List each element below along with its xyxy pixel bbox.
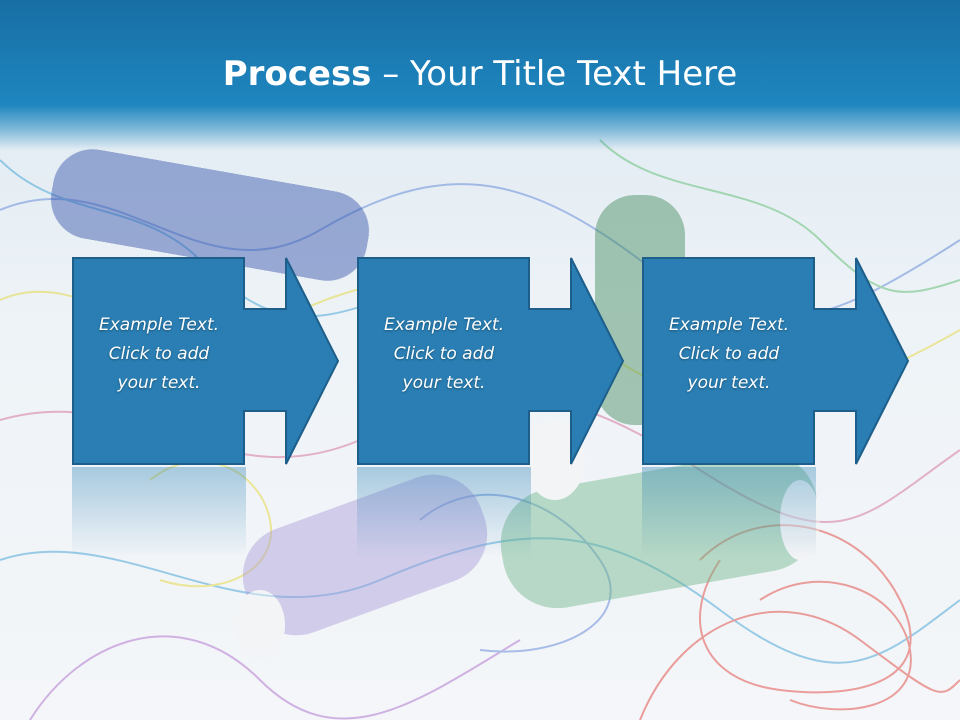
process-step-1[interactable]: Example Text. Click to add your text.: [72, 257, 340, 465]
header-band: [0, 0, 960, 150]
step-reflection: [642, 467, 816, 557]
title-rest-part: – Your Title Text Here: [371, 54, 738, 94]
process-step-3[interactable]: Example Text. Click to add your text.: [642, 257, 910, 465]
step-reflection: [72, 467, 246, 557]
slide-title[interactable]: Process – Your Title Text Here: [0, 52, 960, 96]
step-text: Example Text. Click to add your text.: [668, 315, 790, 393]
step-arrow-shape: [642, 257, 910, 465]
step-text: Example Text. Click to add your text.: [98, 315, 220, 393]
step-arrow-shape: [357, 257, 625, 465]
step-reflection: [357, 467, 531, 557]
step-text: Example Text. Click to add your text.: [383, 315, 505, 393]
step-arrow-shape: [72, 257, 340, 465]
title-bold-part: Process: [222, 54, 372, 94]
process-step-2[interactable]: Example Text. Click to add your text.: [357, 257, 625, 465]
